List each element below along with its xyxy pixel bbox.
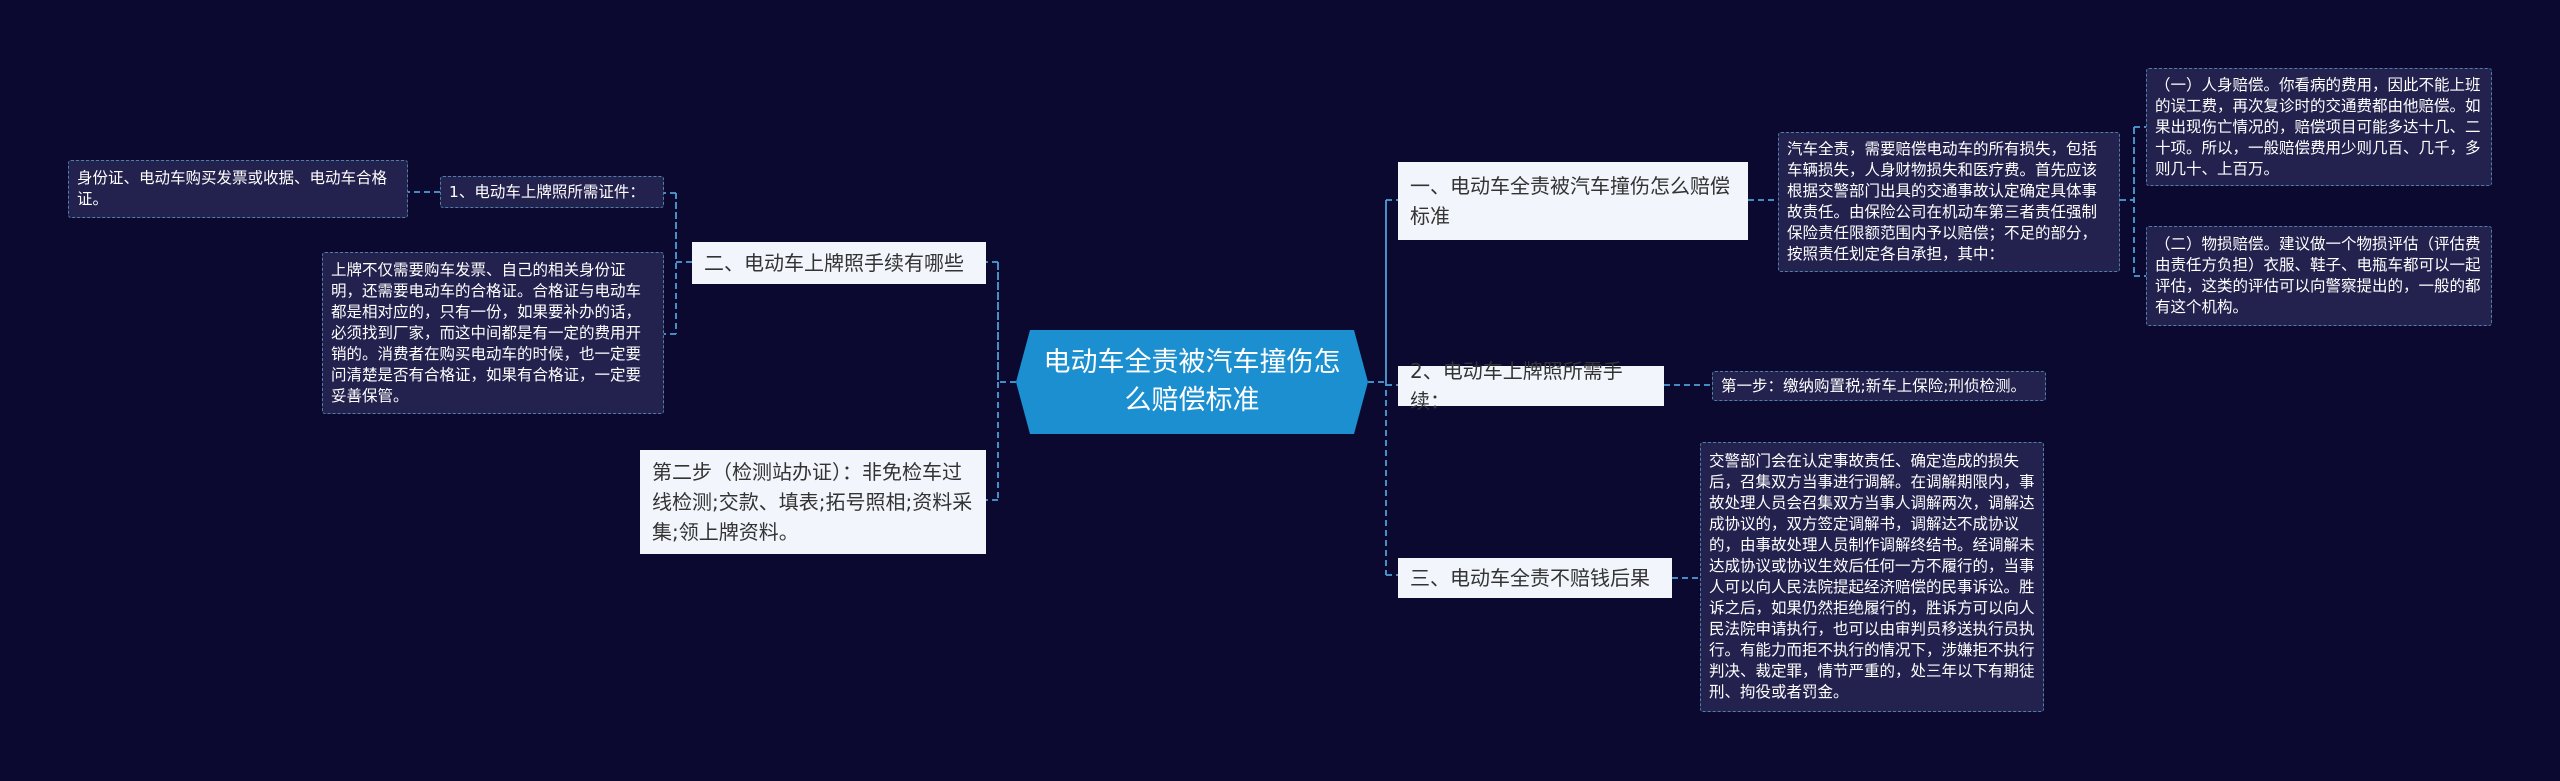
branch-compensation-standard[interactable]: 一、电动车全责被汽车撞伤怎么赔偿标准	[1398, 162, 1748, 240]
leaf-text: 第一步：缴纳购置税;新车上保险;刑侦检测。	[1721, 376, 2026, 395]
branch-label: 2、电动车上牌照所需手续：	[1410, 359, 1623, 413]
leaf-step-one[interactable]: 第一步：缴纳购置税;新车上保险;刑侦检测。	[1712, 371, 2046, 401]
branch-step-two-inspection[interactable]: 第二步（检测站办证）：非免检车过线检测;交款、填表;拓号照相;资料采集;领上牌资…	[640, 450, 986, 554]
branch-no-pay-consequence[interactable]: 三、电动车全责不赔钱后果	[1398, 558, 1672, 598]
leaf-text: （二）物损赔偿。建议做一个物损评估（评估费由责任方负担）衣服、鞋子、电瓶车都可以…	[2155, 235, 2481, 316]
connector-root-right	[1368, 199, 1398, 576]
branch-license-procedure[interactable]: 2、电动车上牌照所需手续：	[1398, 359, 1664, 413]
branch-label: 二、电动车上牌照手续有哪些	[704, 251, 964, 275]
connector-root-left	[986, 261, 1016, 501]
branch-license-steps[interactable]: 二、电动车上牌照手续有哪些	[692, 242, 986, 284]
leaf-full-liability-details[interactable]: 汽车全责，需要赔偿电动车的所有损失，包括车辆损失，人身财物损失和医疗费。首先应该…	[1778, 132, 2120, 272]
root-topic-label: 电动车全责被汽车撞伤怎么赔偿标准	[1043, 347, 1341, 416]
leaf-text: 交警部门会在认定事故责任、确定造成的损失后，召集双方当事进行调解。在调解期限内，…	[1709, 452, 2035, 701]
leaf-mediation-consequence[interactable]: 交警部门会在认定事故责任、确定造成的损失后，召集双方当事进行调解。在调解期限内，…	[1700, 442, 2044, 712]
leaf-text: 上牌不仅需要购车发票、自己的相关身份证明，还需要电动车的合格证。合格证与电动车都…	[331, 260, 642, 405]
branch-label: 第二步（检测站办证）：非免检车过线检测;交款、填表;拓号照相;资料采集;领上牌资…	[652, 460, 973, 544]
leaf-required-documents-title[interactable]: 1、电动车上牌照所需证件：	[440, 176, 664, 208]
leaf-property-compensation[interactable]: （二）物损赔偿。建议做一个物损评估（评估费由责任方负担）衣服、鞋子、电瓶车都可以…	[2146, 226, 2492, 326]
connector-b4-subs	[664, 192, 692, 335]
leaf-personal-compensation[interactable]: （一）人身赔偿。你看病的费用，因此不能上班的误工费，再次复诊时的交通费都由他赔偿…	[2146, 68, 2492, 186]
branch-label: 三、电动车全责不赔钱后果	[1410, 566, 1650, 590]
leaf-text: （一）人身赔偿。你看病的费用，因此不能上班的误工费，再次复诊时的交通费都由他赔偿…	[2155, 75, 2481, 178]
leaf-text: 身份证、电动车购买发票或收据、电动车合格证。	[77, 169, 388, 208]
connector-b1-subs	[2120, 126, 2146, 277]
leaf-text: 1、电动车上牌照所需证件：	[449, 182, 645, 201]
branch-label: 一、电动车全责被汽车撞伤怎么赔偿标准	[1410, 174, 1730, 228]
leaf-required-documents-list[interactable]: 身份证、电动车购买发票或收据、电动车合格证。	[68, 160, 408, 218]
leaf-certificate-notes[interactable]: 上牌不仅需要购车发票、自己的相关身份证明，还需要电动车的合格证。合格证与电动车都…	[322, 252, 664, 414]
root-topic[interactable]: 电动车全责被汽车撞伤怎么赔偿标准	[1016, 330, 1368, 434]
leaf-text: 汽车全责，需要赔偿电动车的所有损失，包括车辆损失，人身财物损失和医疗费。首先应该…	[1787, 140, 2098, 263]
